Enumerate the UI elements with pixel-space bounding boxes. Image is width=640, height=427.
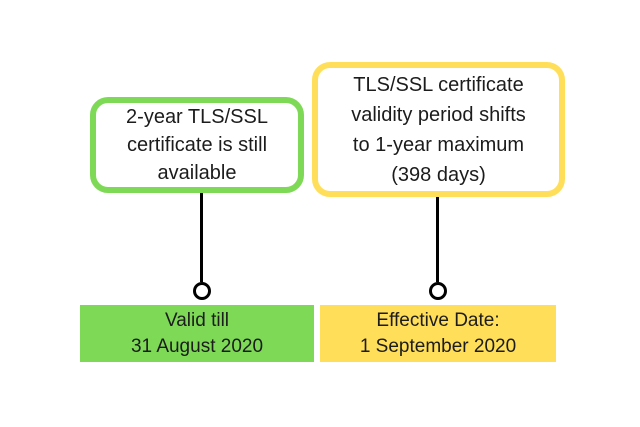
date-bar-line: Effective Date: [376, 309, 500, 331]
callout-line: validity period shifts [351, 103, 526, 126]
callout-line: available [157, 162, 237, 184]
connector-line-left [200, 193, 203, 282]
yellow-callout-box: TLS/SSL certificate validity period shif… [312, 62, 565, 197]
green-date-bar: Valid till 31 August 2020 [80, 305, 314, 362]
connector-circle-marker-right [429, 282, 447, 300]
connector-circle-marker-left [193, 282, 211, 300]
callout-line: TLS/SSL certificate [353, 73, 524, 96]
callout-line: to 1-year maximum [352, 133, 525, 156]
date-bar-line: Valid till [164, 309, 230, 331]
callout-line: 2-year TLS/SSL [126, 106, 268, 128]
callout-line: certificate is still [126, 134, 268, 156]
yellow-date-bar: Effective Date: 1 September 2020 [320, 305, 556, 362]
date-bar-line: 1 September 2020 [359, 335, 517, 357]
date-bar-line: 31 August 2020 [130, 335, 264, 357]
connector-line-right [436, 197, 439, 282]
callout-line: (398 days) [391, 163, 486, 186]
green-callout-box: 2-year TLS/SSL certificate is still avai… [90, 97, 304, 193]
